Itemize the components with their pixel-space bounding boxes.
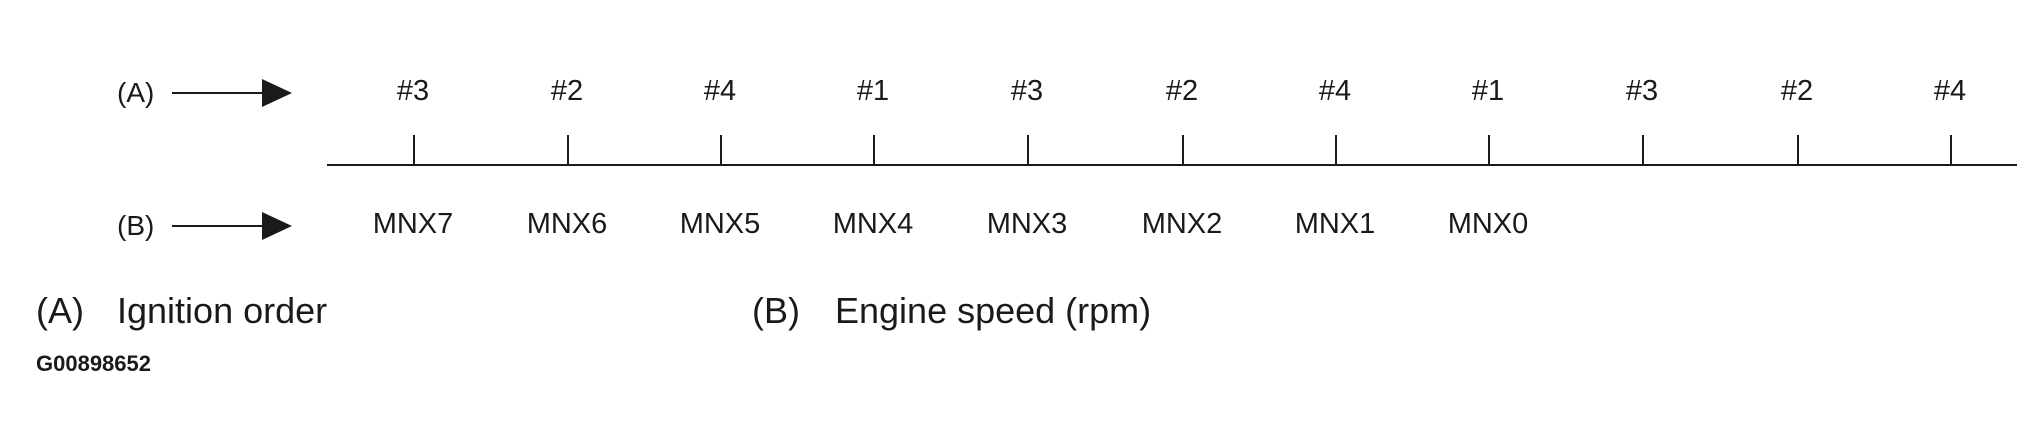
timeline-tick xyxy=(1797,135,1799,165)
cylinder-label: #1 xyxy=(1471,75,1505,107)
cylinder-label: #1 xyxy=(856,75,890,107)
engine-speed-label: MNX5 xyxy=(679,208,761,240)
engine-speed-label: MNX7 xyxy=(372,208,454,240)
timeline-tick xyxy=(1488,135,1490,165)
arrow-a-icon xyxy=(172,79,292,107)
engine-speed-label: MNX3 xyxy=(986,208,1068,240)
row-label-a: (A) xyxy=(117,77,155,108)
legend-key-a: (A) xyxy=(36,290,84,331)
cylinder-label: #4 xyxy=(1933,75,1967,107)
timeline-tick xyxy=(1642,135,1644,165)
timeline-tick xyxy=(413,135,415,165)
timeline-tick xyxy=(1027,135,1029,165)
timeline-tick xyxy=(567,135,569,165)
engine-speed-label: MNX4 xyxy=(832,208,914,240)
legend-key-b: (B) xyxy=(752,290,800,331)
cylinder-label: #4 xyxy=(703,75,737,107)
engine-speed-label: MNX2 xyxy=(1141,208,1223,240)
engine-speed-label: MNX1 xyxy=(1294,208,1376,240)
legend-text-b: Engine speed (rpm) xyxy=(835,290,1152,331)
timeline-tick xyxy=(1182,135,1184,165)
figure-code: G00898652 xyxy=(36,351,151,376)
cylinder-label: #2 xyxy=(1165,75,1199,107)
timeline-tick xyxy=(720,135,722,165)
legend-text-a: Ignition order xyxy=(117,290,328,331)
timeline-tick xyxy=(873,135,875,165)
timeline-tick xyxy=(1950,135,1952,165)
cylinder-label: #4 xyxy=(1318,75,1352,107)
cylinder-label: #3 xyxy=(396,75,430,107)
engine-speed-label: MNX0 xyxy=(1447,208,1529,240)
cylinder-label: #3 xyxy=(1625,75,1659,107)
row-label-b: (B) xyxy=(117,210,155,241)
engine-speed-label: MNX6 xyxy=(526,208,608,240)
cylinder-label: #2 xyxy=(1780,75,1814,107)
cylinder-label: #3 xyxy=(1010,75,1044,107)
timeline-axis xyxy=(327,164,2017,166)
cylinder-label: #2 xyxy=(550,75,584,107)
timeline-tick xyxy=(1335,135,1337,165)
arrow-b-icon xyxy=(172,212,292,240)
